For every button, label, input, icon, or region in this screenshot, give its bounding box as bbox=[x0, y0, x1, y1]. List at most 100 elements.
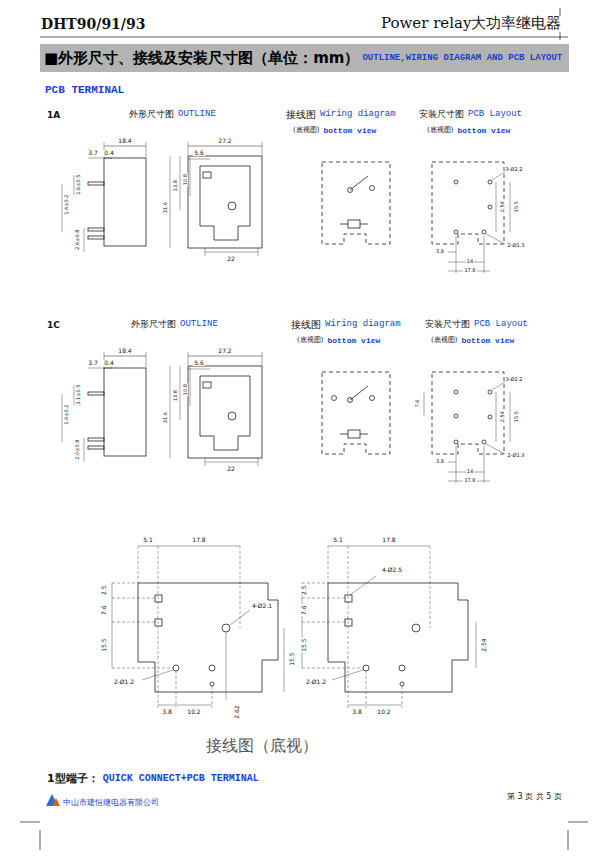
dimension-label: 5.6 bbox=[193, 150, 205, 156]
caption-text: PCB Layout bbox=[473, 320, 529, 329]
front-view bbox=[170, 352, 262, 466]
dimension-label: 5.6 bbox=[193, 360, 205, 366]
dimension-label: 3-Ø2.2 bbox=[505, 377, 524, 382]
leaders bbox=[142, 610, 284, 700]
crop-mark bbox=[40, 830, 41, 850]
dimension-label: 14 bbox=[466, 259, 474, 264]
caption-text: 外形尺寸图 bbox=[128, 110, 175, 119]
caption-text: bottom view bbox=[326, 337, 381, 345]
caption-text: 1C bbox=[46, 321, 61, 330]
caption-text: (底视图) bbox=[296, 337, 324, 344]
dimension-label: 1.6±0.5 bbox=[76, 174, 81, 196]
crop-mark bbox=[568, 830, 569, 850]
company-logo bbox=[46, 794, 60, 806]
dimension-label: 4-Ø2.1 bbox=[251, 603, 273, 609]
dimension-label: 22 bbox=[226, 256, 236, 262]
dimension-label: 31.6 bbox=[163, 411, 168, 424]
dimension-label: 14 bbox=[466, 469, 474, 474]
caption-text: 1型端子： bbox=[46, 773, 100, 785]
terminal-layout bbox=[302, 546, 476, 708]
caption-text: QUICK CONNECT+PCB TERMINAL bbox=[102, 774, 260, 785]
pcb-layout bbox=[432, 162, 510, 273]
dimension-label: 2.54 bbox=[500, 410, 505, 423]
caption-text: bottom view bbox=[322, 127, 377, 135]
crop-mark bbox=[20, 822, 40, 823]
dimension-label: 2-Ø1.2 bbox=[113, 679, 135, 685]
caption-text: 接线图 bbox=[290, 320, 322, 331]
dimension-label: 15.5 bbox=[301, 637, 307, 652]
dimension-label: 3.1±0.5 bbox=[76, 384, 81, 406]
dimension-label: 10.8 bbox=[183, 383, 188, 396]
dimension-label: 10.8 bbox=[183, 173, 188, 186]
caption-text: (底视图) bbox=[426, 127, 454, 134]
dimension-label: 15.5 bbox=[101, 637, 107, 652]
dimension-label: 2-Ø1.3 bbox=[507, 453, 526, 458]
caption-text: 接线图 bbox=[285, 110, 317, 121]
dimension-label: 17.8 bbox=[463, 478, 476, 483]
dimension-label: 27.2 bbox=[217, 138, 232, 144]
pcb-layout bbox=[432, 372, 510, 483]
dimension-label: 15.5 bbox=[514, 410, 519, 423]
pcb-hole bbox=[454, 414, 458, 418]
caption-text: 1A bbox=[46, 111, 61, 120]
caption-text: OUTLINE bbox=[177, 110, 217, 119]
dimension-label: 3.8 bbox=[351, 709, 363, 715]
dimension-label: 7.6 bbox=[415, 399, 420, 409]
caption-text: DHT90/91/93 bbox=[40, 17, 146, 32]
dimension-label: 10.2 bbox=[186, 709, 201, 715]
section-title: ■外形尺寸、接线及安装尺寸图（单位：mm） bbox=[44, 49, 359, 68]
dimension-label: 27.2 bbox=[217, 348, 232, 354]
caption-text: 安装尺寸图 bbox=[424, 320, 471, 329]
dimension-label: 17.8 bbox=[463, 268, 476, 273]
dimension-label: 接线图（底视） bbox=[205, 738, 319, 755]
dimension-label: 22 bbox=[226, 466, 236, 472]
dimension-label: 15.5 bbox=[514, 200, 519, 213]
dimension-label: 17.8 bbox=[191, 537, 206, 543]
dimension-label: 5.1 bbox=[142, 537, 154, 543]
dimension-label: 3.7 bbox=[87, 150, 99, 156]
dimension-label: 2.6±0.8 bbox=[75, 229, 80, 251]
dimension-label: 15.5 bbox=[289, 651, 295, 666]
nc-contact bbox=[332, 396, 337, 401]
side-view bbox=[62, 352, 146, 462]
dimension-label: 13.8 bbox=[173, 389, 178, 402]
caption-text: 外形尺寸图 bbox=[130, 320, 177, 329]
caption-text: Wiring diagram bbox=[324, 320, 402, 329]
section-subtitle: OUTLINE,WIRING DIAGRAM AND PCB LAYOUT bbox=[362, 53, 562, 63]
dimension-label: 2-Ø1.3 bbox=[507, 243, 526, 248]
dimension-label: 3-Ø2.2 bbox=[505, 167, 524, 172]
crop-mark bbox=[568, 822, 588, 823]
caption-text: PCB TERMINAL bbox=[44, 85, 125, 97]
dimension-label: 3.8 bbox=[435, 249, 445, 254]
caption-text: (底视图) bbox=[430, 337, 458, 344]
caption-text: bottom view bbox=[456, 127, 511, 135]
dimension-label: 18.4 bbox=[117, 138, 132, 144]
dimension-label: 7.6 bbox=[301, 604, 307, 616]
caption-text: 中山市建恒继电器有限公司 bbox=[62, 799, 160, 807]
dimension-label: 0.4 bbox=[103, 360, 115, 366]
caption-text: Wiring diagram bbox=[319, 110, 397, 119]
header-rule bbox=[40, 37, 568, 38]
dimension-label: 4-Ø2.5 bbox=[381, 567, 403, 573]
dimension-label: 5.1 bbox=[332, 537, 344, 543]
caption-text: bottom view bbox=[460, 337, 515, 345]
dimension-label: 2-Ø1.2 bbox=[305, 679, 327, 685]
wiring-diagram bbox=[322, 372, 390, 454]
dimension-label: 13.8 bbox=[173, 179, 178, 192]
dimension-label: 3.8 bbox=[435, 459, 445, 464]
dimension-label: 1.4±0.2 bbox=[64, 404, 69, 426]
wiring-diagram bbox=[322, 162, 390, 244]
terminal-layout bbox=[112, 546, 278, 708]
front-view bbox=[170, 142, 262, 256]
dimension-label: 0.4 bbox=[103, 150, 115, 156]
dimension-label: 2.5 bbox=[301, 584, 307, 596]
section-band: ■外形尺寸、接线及安装尺寸图（单位：mm）OUTLINE,WIRING DIAG… bbox=[40, 44, 569, 72]
caption-text: OUTLINE bbox=[179, 320, 219, 329]
caption-text: Power relay大功率继电器 bbox=[380, 16, 562, 32]
dimension-label: 1.4±0.2 bbox=[64, 194, 69, 216]
dim-line bbox=[424, 392, 425, 416]
dimension-label: 2.62 bbox=[234, 704, 240, 719]
dimension-label: 2.5 bbox=[101, 584, 107, 596]
caption-text: PCB Layout bbox=[467, 110, 523, 119]
dimension-label: 2.0±0.8 bbox=[75, 439, 80, 461]
